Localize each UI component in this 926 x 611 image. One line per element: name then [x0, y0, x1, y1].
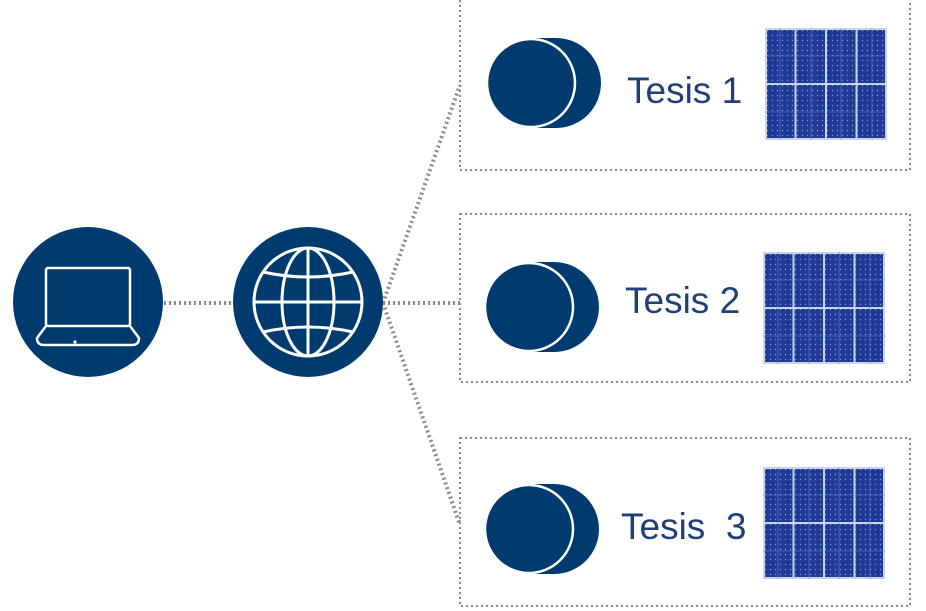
facility-box-1: Tesis 1 [459, 0, 911, 171]
solar-panel-icon [762, 466, 886, 580]
meter-icon [485, 36, 603, 130]
globe-icon [233, 227, 383, 377]
facility-box-3: Tesis 3 [459, 437, 911, 607]
meter-icon [483, 260, 601, 354]
facility-box-2: Tesis 2 [459, 213, 911, 383]
facility-label: Tesis 1 [627, 70, 742, 111]
facility-label: Tesis 3 [621, 506, 746, 547]
solar-panel-icon [764, 27, 888, 141]
solar-panel-icon [762, 251, 886, 365]
laptop-icon [13, 227, 163, 377]
facility-label: Tesis 2 [625, 280, 740, 321]
connector-globe-facility-1 [381, 84, 462, 304]
meter-icon [483, 482, 601, 576]
connector-globe-facility-3 [381, 302, 462, 526]
